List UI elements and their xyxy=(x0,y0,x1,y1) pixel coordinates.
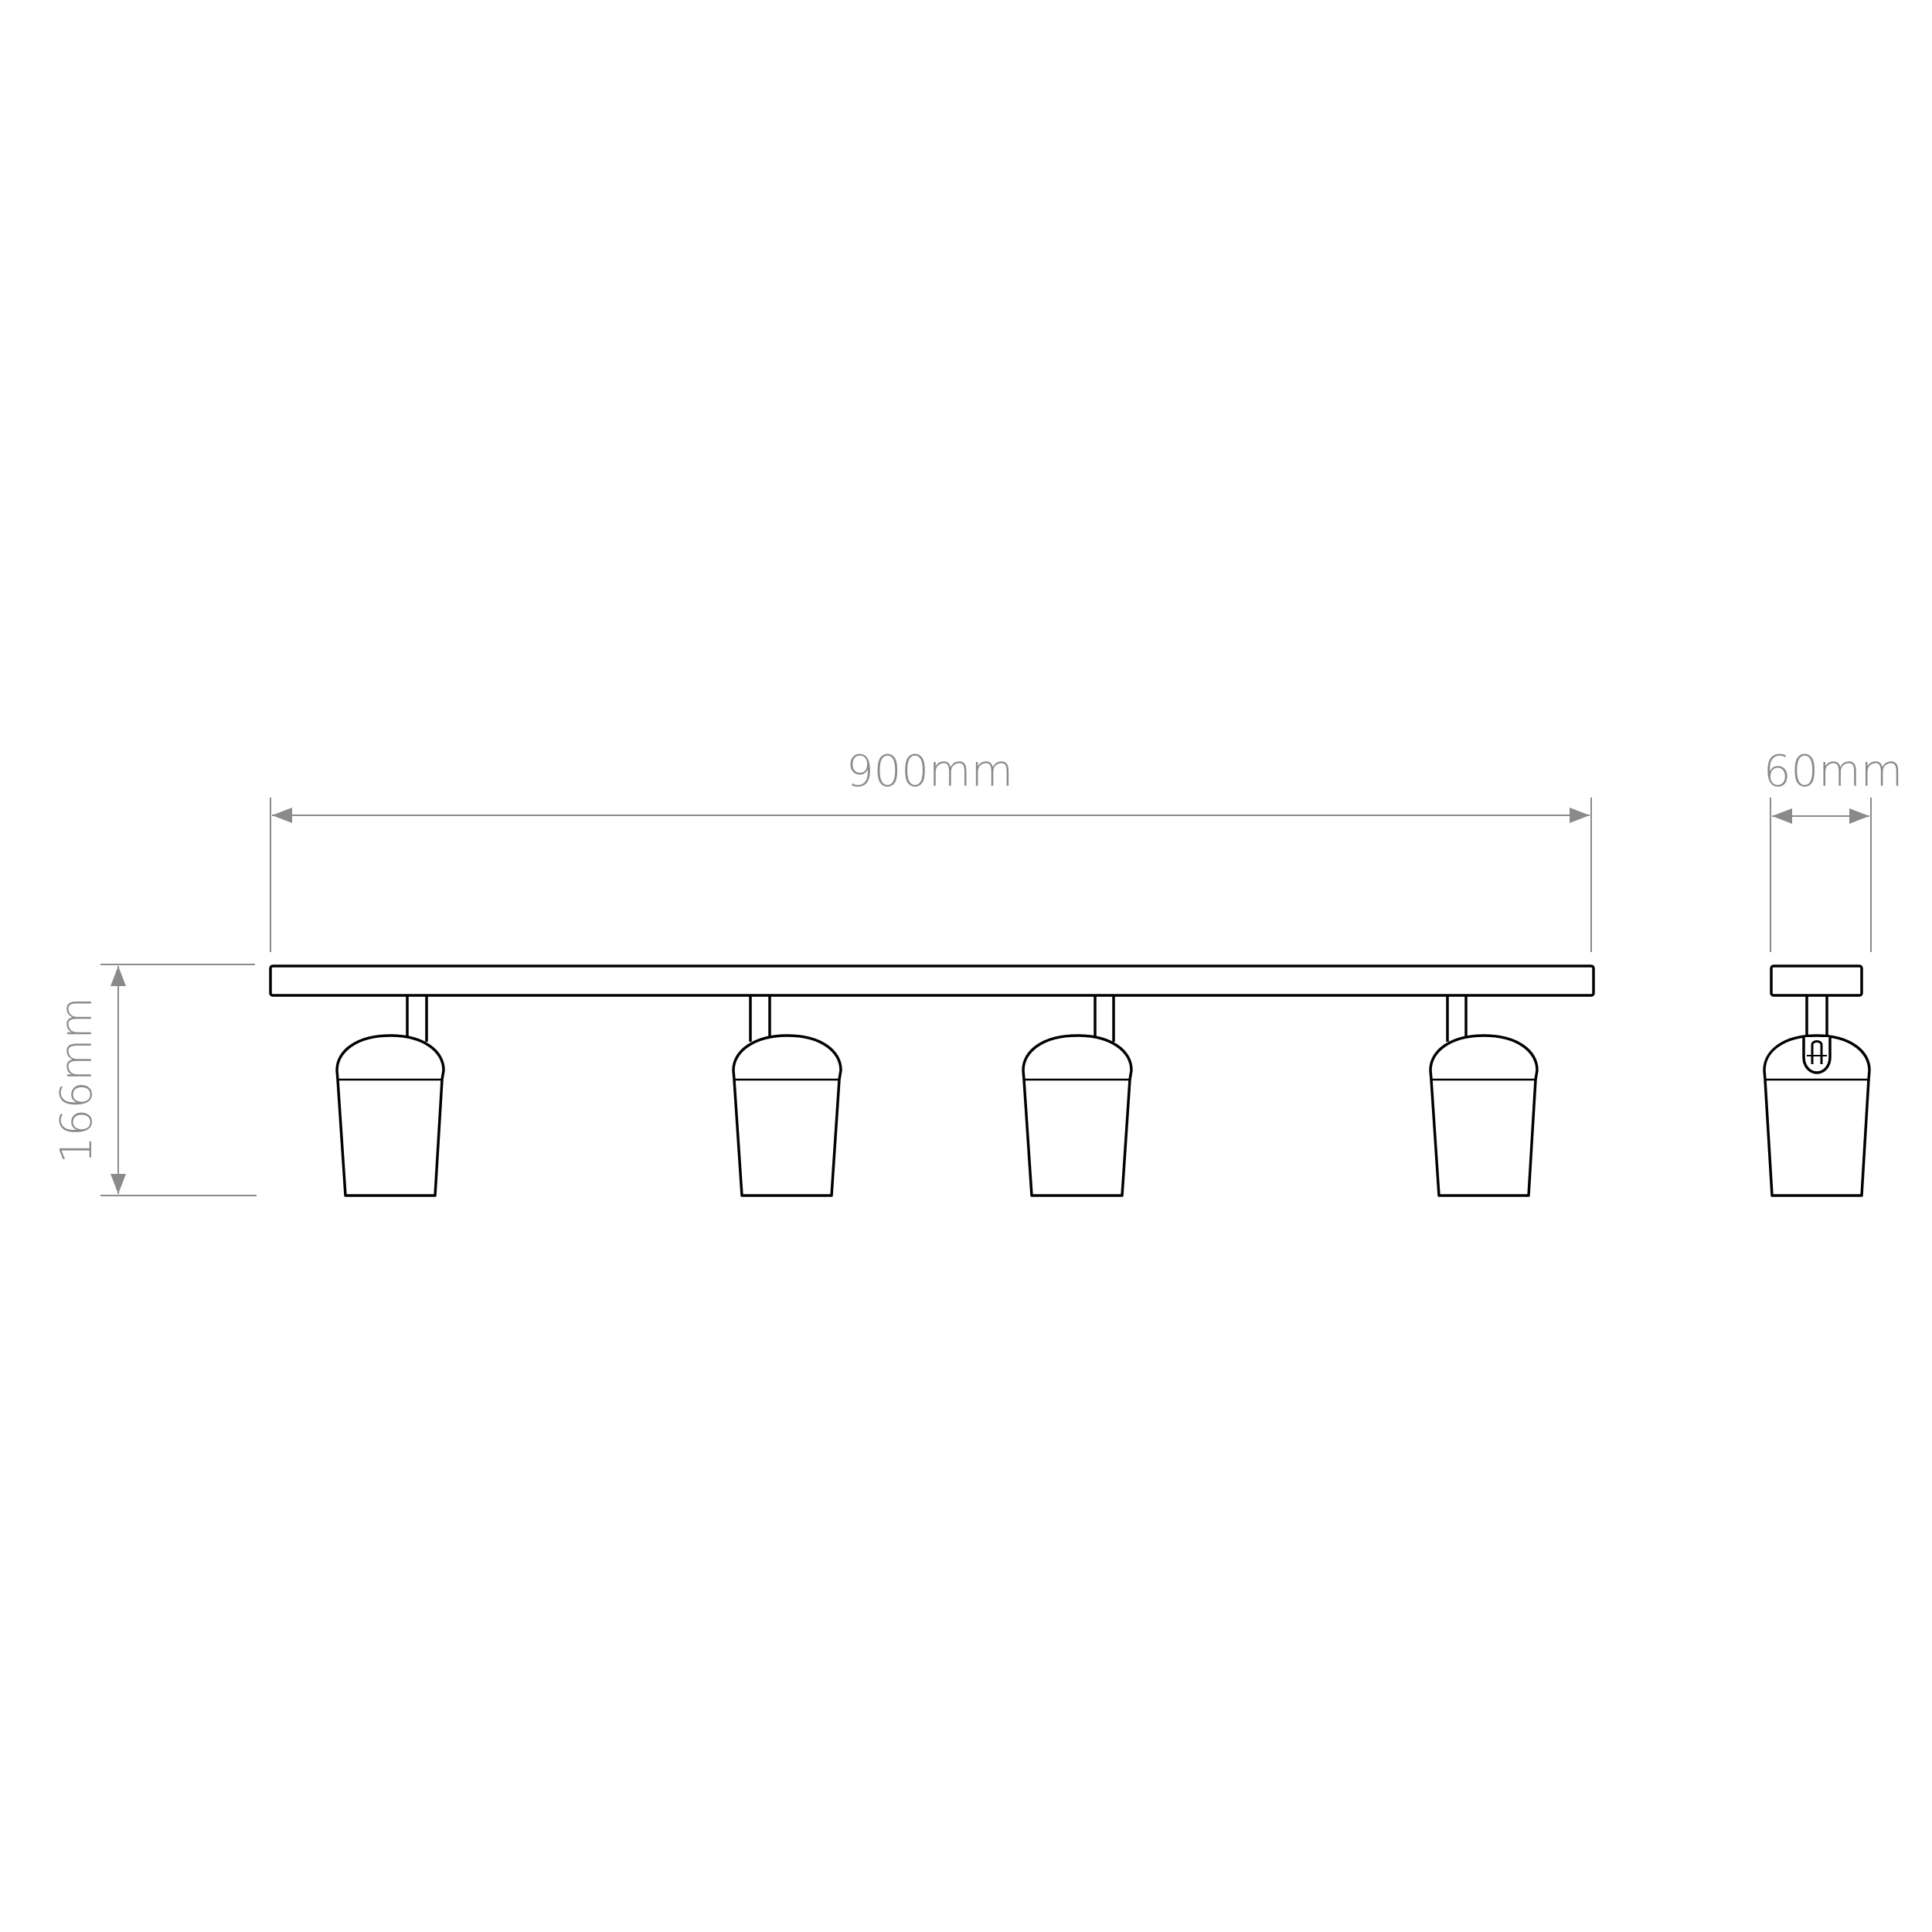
spotlight-head xyxy=(732,1034,842,1197)
width-label: 900mm xyxy=(846,747,1013,797)
height-label: 166mm xyxy=(52,997,102,1164)
spotlight-2 xyxy=(732,995,842,1197)
side-mounting-plate xyxy=(1770,964,1863,997)
side-view xyxy=(1763,964,1871,1197)
spotlight-stem xyxy=(749,995,771,1042)
spotlight-stem xyxy=(1094,995,1115,1042)
spotlight-head xyxy=(1022,1034,1133,1197)
side-pivot-slot xyxy=(1811,1040,1823,1064)
spotlight-4 xyxy=(1429,995,1539,1197)
height-dimension: 166mm xyxy=(52,964,257,1196)
depth-label: 60mm xyxy=(1764,747,1903,797)
spotlight-3 xyxy=(1022,995,1133,1197)
depth-dimension: 60mm xyxy=(1764,747,1903,952)
width-dimension: 900mm xyxy=(270,747,1592,952)
front-view xyxy=(269,964,1595,1197)
spotlight-head xyxy=(1429,1034,1539,1197)
spotlight-head xyxy=(335,1034,445,1197)
spotlight-stem xyxy=(1446,995,1468,1042)
mounting-bar xyxy=(269,964,1595,997)
spotlight-1 xyxy=(335,995,445,1197)
spotlight-stem xyxy=(406,995,428,1042)
side-spotlight-head xyxy=(1763,1034,1871,1197)
